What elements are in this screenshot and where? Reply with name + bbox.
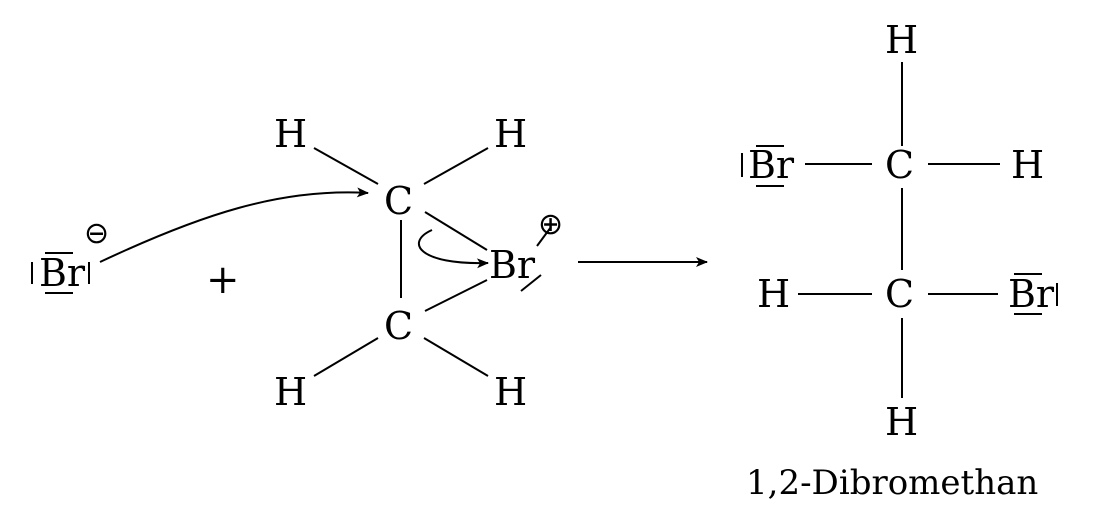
br-lone-pair-lower (520, 274, 542, 292)
bromonium-ion: H H C C H H Br ⊕ (274, 112, 563, 414)
bond-h-c-top-right (423, 147, 489, 185)
h-bottom-left: H (274, 370, 307, 414)
bond-h-c-bottom-right (423, 337, 489, 377)
bromonium-bromine: Br (489, 243, 536, 287)
bromonium-charge: ⊕ (538, 207, 563, 242)
product-br-right: Br (1008, 272, 1055, 316)
product-h-left: H (757, 272, 790, 316)
product-molecule: H Br C H H C Br H 1,2-Dibromethan (741, 18, 1058, 503)
product-carbon-top: C (885, 143, 914, 187)
carbon-top: C (384, 179, 413, 223)
h-top-left: H (274, 112, 307, 156)
carbon-bottom: C (384, 304, 413, 348)
product-h-right: H (1011, 143, 1044, 187)
product-h-top: H (885, 18, 918, 62)
h-bottom-right: H (494, 370, 527, 414)
bond-h-c-top-left (313, 147, 379, 185)
h-top-right: H (494, 112, 527, 156)
nucleophilic-attack-arrow (99, 187, 369, 263)
bond-cleavage-arrow (417, 229, 489, 269)
bromide-charge: ⊖ (84, 216, 109, 251)
bond-c-br-bottom (424, 279, 488, 312)
product-br-left: Br (748, 143, 795, 187)
product-h-bottom: H (885, 400, 918, 444)
bond-h-c-bottom-left (313, 337, 379, 377)
product-name: 1,2-Dibromethan (746, 463, 1038, 503)
product-carbon-bottom: C (885, 272, 914, 316)
plus-sign: + (206, 257, 240, 303)
bromide-symbol: Br (39, 251, 86, 295)
bromide-ion: Br ⊖ (31, 216, 109, 295)
bond-c-br-top (424, 211, 488, 251)
br-lone-pair-upper (536, 226, 552, 247)
